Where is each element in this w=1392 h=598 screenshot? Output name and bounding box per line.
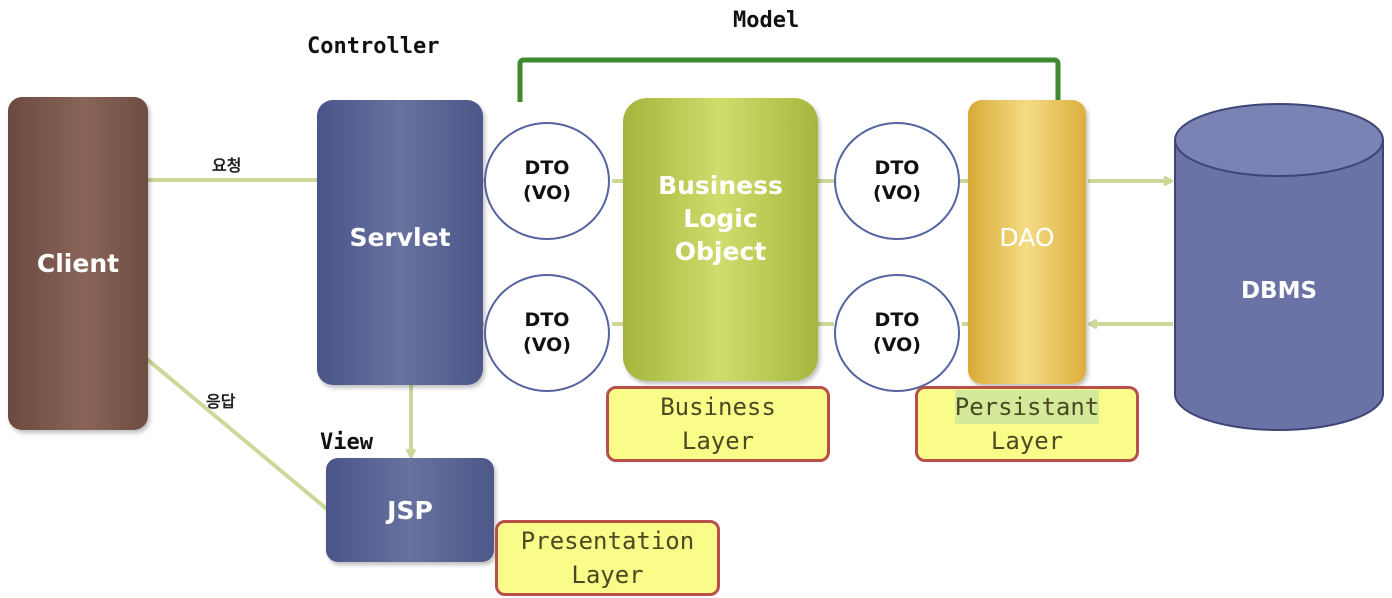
business-layer-label: Business Layer — [606, 386, 830, 462]
arrow-response — [124, 340, 330, 512]
jsp-node: JSP — [326, 458, 494, 562]
controller-label: Controller — [307, 34, 440, 59]
business-logic-label-2: Logic — [683, 204, 758, 233]
dto-label: DTO — [524, 157, 570, 179]
presentation-layer-label: Presentation Layer — [495, 520, 720, 596]
persistant-layer-label: Persistant Layer — [915, 386, 1139, 462]
vo-label: (VO) — [523, 334, 571, 356]
vo-label: (VO) — [873, 334, 921, 356]
response-label: 응답 — [206, 392, 236, 411]
dao-node: DAO — [968, 100, 1086, 384]
dto-response-2: DTO (VO) — [834, 274, 960, 392]
persistant-layer-line-1: Persistant — [954, 390, 1100, 424]
vo-label: (VO) — [523, 182, 571, 204]
dto-request-1: DTO (VO) — [484, 122, 610, 240]
dao-label: DAO — [999, 222, 1055, 252]
business-logic-node: Business Logic Object — [623, 98, 818, 381]
client-node: Client — [8, 97, 148, 430]
dto-response-1: DTO (VO) — [484, 274, 610, 392]
dbms-cylinder — [1174, 103, 1384, 431]
client-label: Client — [36, 249, 120, 278]
dto-label: DTO — [874, 157, 920, 179]
dto-label: DTO — [524, 309, 570, 331]
model-bracket — [517, 57, 1061, 102]
business-layer-line-2: Layer — [681, 427, 755, 455]
dto-request-2: DTO (VO) — [834, 122, 960, 240]
business-logic-label-1: Business — [658, 171, 783, 200]
vo-label: (VO) — [873, 182, 921, 204]
business-logic-label-3: Object — [674, 237, 767, 266]
business-layer-line-1: Business — [660, 393, 776, 421]
model-label: Model — [733, 8, 800, 33]
presentation-layer-line-2: Layer — [571, 561, 644, 589]
persistant-layer-line-2: Layer — [990, 427, 1064, 455]
dbms-label: DBMS — [1240, 278, 1318, 304]
servlet-label: Servlet — [349, 223, 451, 252]
servlet-node: Servlet — [317, 100, 483, 385]
jsp-label: JSP — [387, 495, 433, 525]
dto-label: DTO — [874, 309, 920, 331]
presentation-layer-line-1: Presentation — [520, 527, 695, 555]
request-label: 요청 — [212, 156, 242, 175]
view-label: View — [320, 430, 373, 455]
